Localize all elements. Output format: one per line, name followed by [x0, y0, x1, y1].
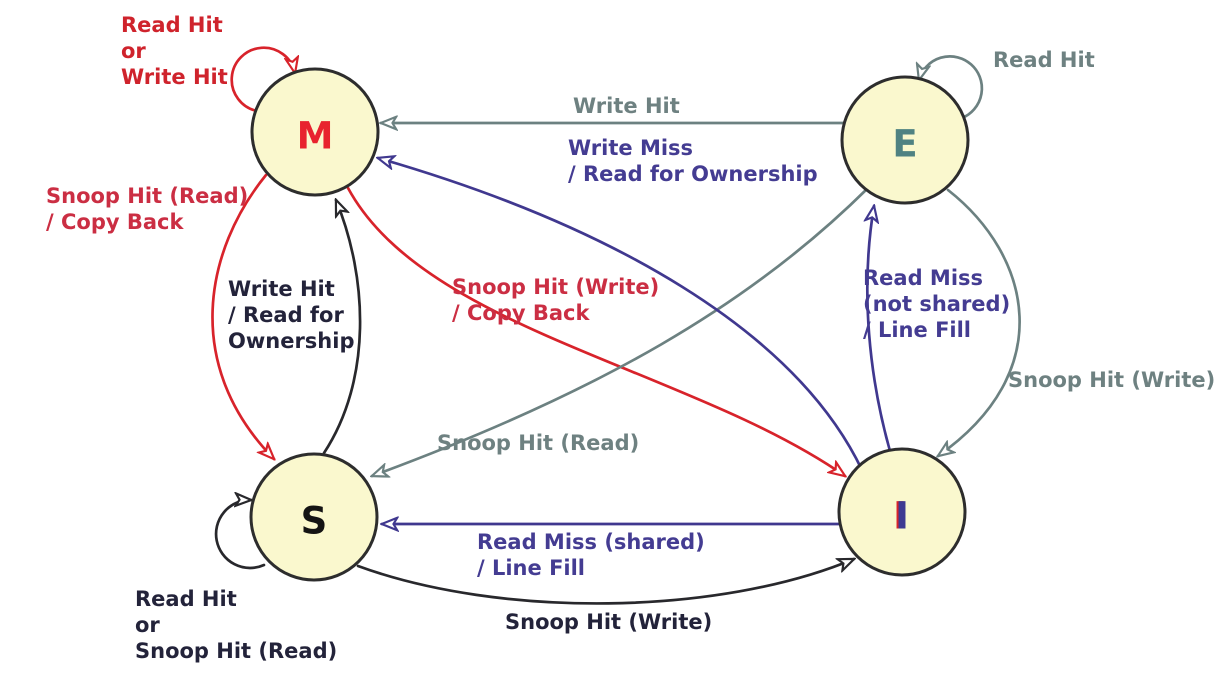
transition-arrow-i-to-e — [867, 206, 894, 460]
transition-label-e-to-m: Write Hit — [573, 94, 680, 118]
state-label-i: I — [895, 495, 909, 538]
transition-label-s-to-m: Write Hit / Read for Ownership — [228, 277, 355, 353]
transition-arrow-i-to-m — [378, 158, 864, 472]
transition-arrow-e-to-i — [938, 188, 1021, 456]
transition-label-m-to-s: Snoop Hit (Read) / Copy Back — [46, 184, 249, 234]
transition-label-m-self: Read Hit or Write Hit — [121, 13, 228, 89]
state-node-m — [250, 67, 380, 197]
state-node-s — [249, 452, 379, 582]
transition-label-e-to-s: Snoop Hit (Read) — [437, 431, 640, 455]
transition-arrow-e-self — [919, 55, 984, 120]
transition-label-e-to-i: Snoop Hit (Write) — [1008, 368, 1216, 392]
state-label-m: M — [297, 115, 334, 158]
transition-arrow-e-to-s — [372, 186, 870, 476]
state-label-i-fringe: I — [893, 495, 907, 538]
transition-label-i-to-s: Read Miss (shared) / Line Fill — [477, 530, 705, 580]
transition-label-i-to-e: Read Miss (not shared) / Line Fill — [863, 266, 1011, 342]
transition-arrow-s-to-i — [356, 557, 854, 605]
transition-arrow-m-to-i — [346, 186, 845, 476]
state-label-e: E — [892, 123, 917, 166]
transition-label-i-to-m: Write Miss / Read for Ownership — [568, 136, 818, 186]
transition-label-m-to-i: Snoop Hit (Write) / Copy Back — [452, 275, 660, 325]
state-label-s: S — [301, 500, 328, 543]
state-node-e — [840, 75, 970, 205]
transition-arrow-s-self — [214, 500, 266, 570]
state-node-i — [837, 447, 967, 577]
transition-arrow-m-self — [230, 46, 295, 113]
transition-arrow-s-to-m — [322, 200, 362, 455]
transition-label-s-self: Read Hit or Snoop Hit (Read) — [135, 587, 338, 663]
transition-arrow-m-to-s — [211, 173, 274, 459]
transition-label-s-to-i: Snoop Hit (Write) — [505, 610, 713, 634]
transition-label-e-self: Read Hit — [993, 48, 1095, 72]
